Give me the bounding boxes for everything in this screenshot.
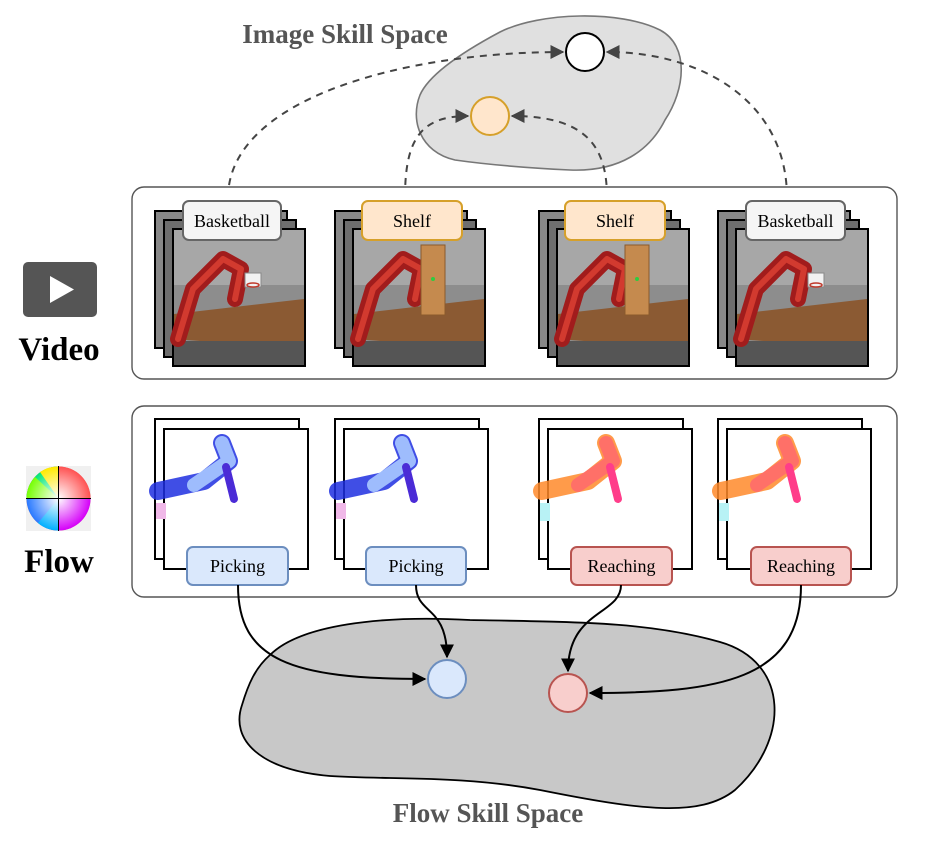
flow-to-space-arrow-3 [561,584,622,673]
flow-space-reaching-node [548,673,588,713]
video-tag-label: Shelf [393,211,431,231]
video-to-image-arrow-1 [227,45,565,199]
image-space-basketball-node [565,32,605,72]
video-frame-stack: Basketball [717,200,869,367]
flow-tag-label: Picking [210,556,265,576]
video-frames: Basketball Shelf Shelf Basketball [154,200,869,367]
flow-tag: Reaching [750,546,852,586]
flow-tag: Reaching [570,546,673,586]
video-frame [170,228,306,367]
flow-skill-space-title: Flow Skill Space [393,798,584,828]
video-frame [733,228,869,367]
video-row-label: Video [18,332,99,368]
flow-frames: Picking Picking Reaching Reaching [149,418,872,586]
video-frame-stack: Shelf [334,200,486,367]
flow-frame [533,428,693,570]
video-to-image-arrow-3 [510,109,608,199]
flow-frame [712,428,872,570]
flow-tag-label: Picking [388,556,443,576]
video-tag-label: Basketball [194,211,270,231]
flow-to-space-arrow-1 [237,584,427,686]
flow-tag-label: Reaching [588,556,656,576]
flow-tag-label: Reaching [767,556,835,576]
video-frame [554,228,690,367]
image-skill-space-region [415,15,682,171]
flow-tag: Picking [365,546,467,586]
flow-frame [329,428,489,570]
flow-frame [149,428,309,570]
video-frame-stack: Basketball [154,200,306,367]
flow-space-picking-node [427,659,467,699]
video-tag: Shelf [564,200,666,241]
video-frame-stack: Shelf [538,200,690,367]
flow-to-space-arrow-2 [415,584,454,659]
video-to-image-arrow-2 [404,109,470,199]
video-frame [350,228,486,367]
flow-frame-stack: Reaching [533,418,693,586]
flow-frame-stack: Picking [149,418,309,586]
color-wheel-icon [26,466,91,531]
video-tag-label: Shelf [596,211,634,231]
flow-row-label: Flow [24,544,94,580]
flow-skill-space-region [238,617,776,810]
video-tag-label: Basketball [758,211,834,231]
video-tag: Shelf [361,200,463,241]
play-icon [23,262,97,317]
video-tag: Basketball [182,200,282,241]
flow-frame-stack: Reaching [712,418,872,586]
flow-to-space-arrow-4 [588,584,802,700]
image-space-shelf-node [470,96,510,136]
flow-row-panel [131,405,898,598]
video-tag: Basketball [745,200,846,241]
video-row-panel [131,186,898,380]
image-skill-space-title: Image Skill Space [242,19,448,49]
flow-frame-stack: Picking [329,418,489,586]
video-to-image-arrow-4 [605,45,788,199]
flow-tag: Picking [186,546,289,586]
